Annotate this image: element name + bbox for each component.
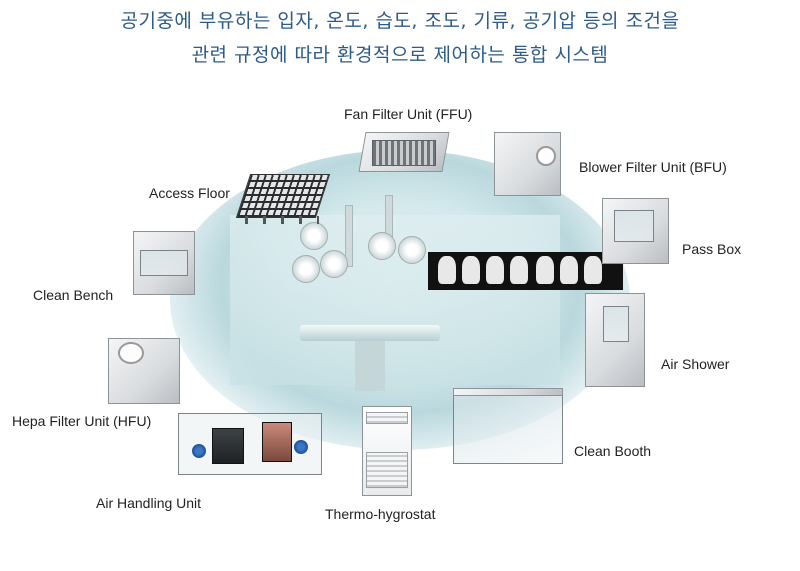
operating-table [300,325,440,341]
ahu-module [262,422,292,462]
blower-fan-icon [536,146,556,166]
label-hfu: Hepa Filter Unit (HFU) [12,413,152,429]
access-floor-legs [245,216,319,224]
ffu-grille [372,140,436,166]
ahu-fan-icon [294,440,308,454]
surgical-lamp [368,232,396,260]
clean-booth-image [453,388,563,464]
label-bfu: Blower Filter Unit (BFU) [579,159,727,175]
clean-bench-window [140,250,188,276]
label-clean-bench: Clean Bench [33,287,114,303]
label-air-shower: Air Shower [661,356,730,372]
operating-table-base [355,341,385,391]
xray-monitor-strip [428,252,623,290]
hepa-fan-icon [118,342,144,364]
label-ahu: Air Handling Unit [96,495,202,511]
ahu-module [212,428,244,464]
headline-line-1: 공기중에 부유하는 입자, 온도, 습도, 조도, 기류, 공기압 등의 조건을 [120,10,680,32]
headline-line-2: 관련 규정에 따라 환경적으로 제어하는 통합 시스템 [191,44,609,66]
thermo-hygrostat-vent [366,412,408,424]
label-pass-box: Pass Box [682,241,742,257]
label-ffu: Fan Filter Unit (FFU) [344,106,473,122]
surgical-lamp [320,250,348,278]
surgical-lamp [300,222,328,250]
surgical-lamp [292,255,320,283]
access-floor-image [235,174,331,218]
ahu-fan-icon [192,444,206,458]
clean-booth-frame [453,388,563,396]
pass-box-window [614,210,654,242]
label-access-floor: Access Floor [149,185,230,201]
air-shower-door [603,306,629,342]
label-thermo-hygrostat: Thermo-hygrostat [325,506,436,522]
surgical-lamp [398,236,426,264]
label-clean-booth: Clean Booth [574,443,652,459]
thermo-hygrostat-vent [366,452,408,488]
surgical-light-arm [345,205,353,267]
